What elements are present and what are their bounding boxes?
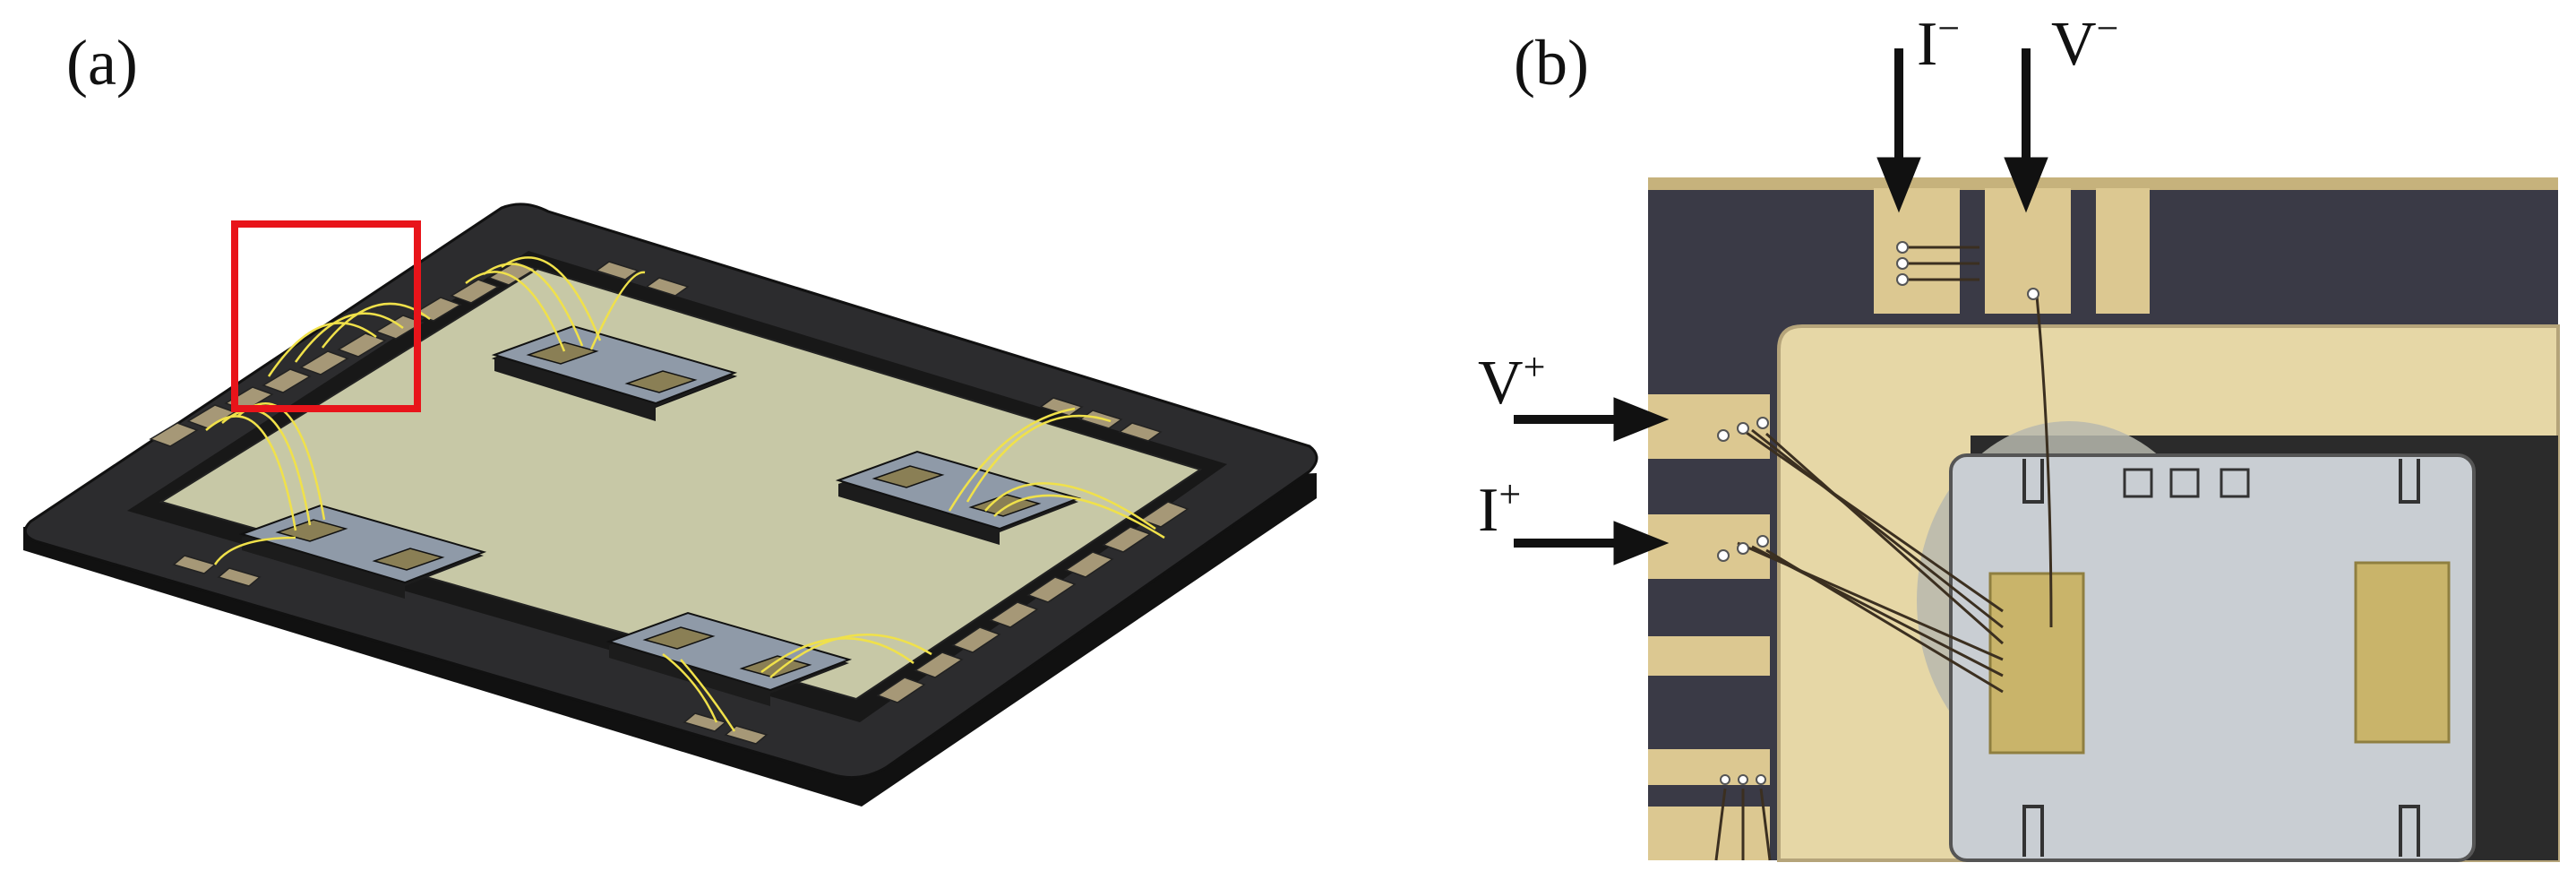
photo-bond-balls: [1717, 241, 2039, 785]
photo-left-pads: [1648, 394, 1770, 860]
terminal-label-v-minus: V−: [2051, 9, 2118, 76]
terminal-label-v-plus: V+: [1478, 348, 1545, 415]
glue-blob: [1917, 421, 2221, 780]
chip-pad-left: [1988, 572, 2085, 755]
panel-label-b: (b): [1514, 27, 1589, 99]
terminal-sign: +: [1498, 472, 1522, 516]
photo-substrate: [1777, 324, 2560, 862]
terminal-label-i-plus: I+: [1478, 475, 1521, 542]
bond-wires: [205, 256, 1165, 732]
schematic-3d-package: [23, 203, 1318, 807]
terminal-base: I: [1478, 476, 1499, 545]
terminal-sign: +: [1523, 345, 1546, 389]
terminal-sign: −: [1937, 6, 1961, 50]
photo-chip: [1949, 453, 2476, 862]
bond-pads-top-right: [595, 261, 1163, 442]
chip-pad-right: [2354, 561, 2451, 744]
terminal-label-i-minus: I−: [1917, 9, 1960, 76]
photo-top-pads: [1874, 188, 2150, 314]
chip-top: [491, 324, 738, 421]
arrow-icon: [1613, 521, 1670, 565]
photo-frame: [1648, 177, 2558, 860]
terminal-base: V: [1478, 349, 1524, 418]
chip-markers: [2123, 468, 2250, 498]
terminal-base: V: [2051, 10, 2097, 79]
bond-pads-bottom-left: [172, 555, 769, 745]
arrow-icon: [2004, 157, 2048, 213]
chip-bottom: [605, 611, 853, 706]
photo-wires: [1714, 246, 2053, 861]
chip-right: [835, 450, 1082, 545]
terminal-arrows: [1514, 48, 2048, 565]
chip-notches: [2022, 459, 2420, 857]
arrow-icon: [1876, 157, 1921, 213]
terminal-base: I: [1917, 10, 1938, 79]
chip-left: [238, 504, 487, 599]
panel-label-a: (a): [66, 27, 138, 99]
bond-pads-bottom-right: [876, 501, 1189, 703]
highlight-box: [231, 220, 421, 412]
arrow-icon: [1613, 397, 1670, 442]
terminal-sign: −: [2096, 6, 2119, 50]
